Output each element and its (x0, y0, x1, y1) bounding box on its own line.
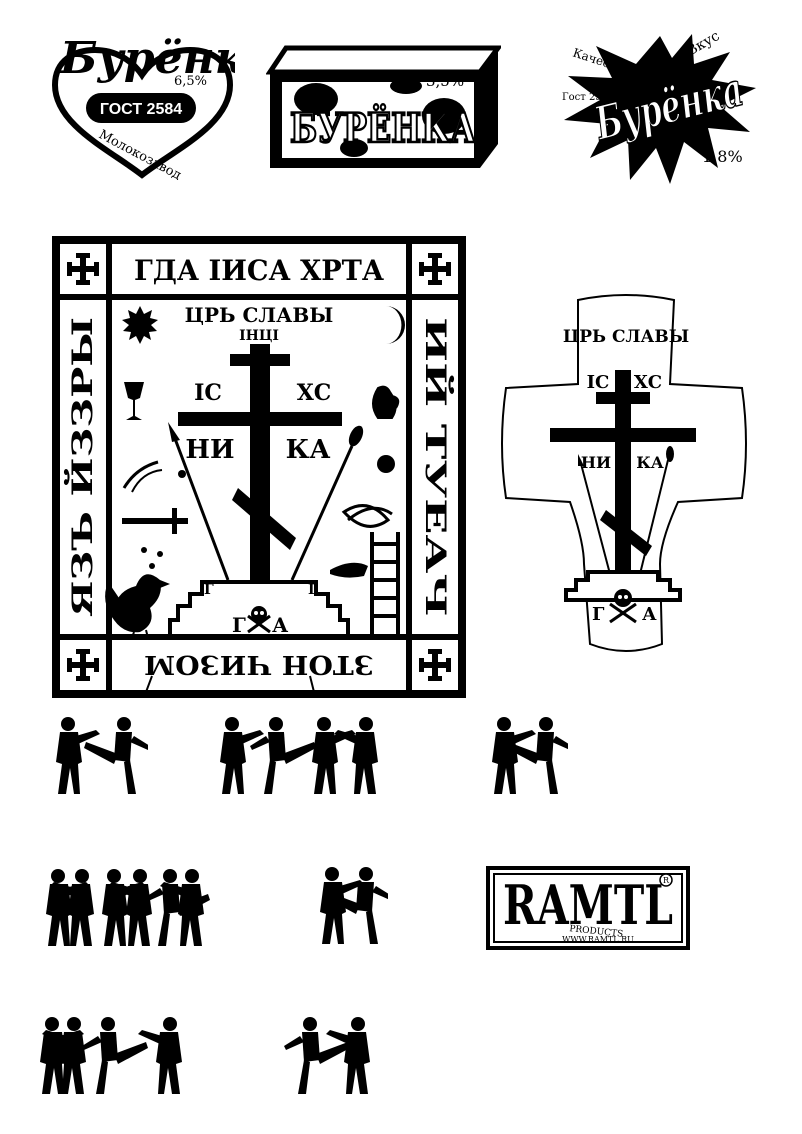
small-inner-title: ЦРЬ СЛАВЫ (563, 327, 689, 347)
star-taste-text: Вкус (684, 28, 723, 59)
top-inscription: ГДА ІИСА ХРТА (134, 254, 384, 287)
kickboxer-pair-silhouette (320, 867, 388, 944)
cross-title-board (230, 354, 290, 366)
small-reed-icon (639, 459, 669, 575)
heart-brand-text: Бурёнка (58, 33, 235, 84)
registered-mark: R (663, 876, 670, 885)
cross-vertical-beam (250, 344, 270, 586)
ni-text: НИ (185, 435, 234, 465)
right-inscription: ИЙ ТУЕАЧ (419, 317, 454, 617)
cross-main-beam (178, 412, 342, 426)
inner-title: ЦРЬ СЛАВЫ (185, 303, 334, 327)
box-fat-text: 3,5% (426, 72, 464, 90)
kickboxer-group-silhouette (46, 869, 210, 946)
small-ga-g-text: Г (592, 604, 605, 625)
small-ga-a-text: А (642, 604, 657, 625)
g-left-text: Г (204, 582, 214, 598)
kickboxer-pair-silhouette (492, 717, 568, 794)
small-cross-vertical-beam (615, 370, 631, 570)
spear-icon (172, 435, 230, 581)
buryonka-starburst-logo: Качество Вкус Гост 2584 Бурёнка 1,8% (562, 28, 756, 184)
rooster-icon (105, 574, 170, 639)
heart-fat-text: 6,5% (174, 74, 207, 89)
bottom-inscription: ЗТОН ЧИЗОМ (144, 649, 374, 679)
small-xc-text: ХС (634, 372, 662, 393)
ic-text: ІС (194, 380, 222, 406)
small-golgotha-steps (564, 570, 682, 602)
box-brand-text: БУРЁНКА (290, 105, 476, 152)
ga-a-text: А (272, 613, 289, 637)
pouch-icon (377, 455, 395, 473)
kickboxer-group-silhouette (220, 717, 378, 794)
cross-footrest (232, 488, 296, 550)
pitcher-icon (372, 385, 400, 419)
small-spear-icon (579, 459, 611, 575)
ramtl-brand: RAMTL (503, 873, 673, 937)
nails-icon (141, 547, 147, 553)
hand-icon (330, 562, 368, 578)
g-right-text: Г (308, 582, 318, 598)
cross-panel: ГДА ІИСА ХРТА ЗТОН ЧИЗОМ ЯЗЪ ЙЗЗРЫ ИЙ ТУ… (52, 236, 466, 698)
cow-spot-shape (390, 78, 422, 94)
ladder-icon (370, 532, 400, 636)
small-ic-text: ІС (587, 372, 610, 393)
small-skull-crossbones-icon (609, 589, 637, 624)
small-cross-emblem: ЦРЬ СЛАВЫ ІС ХС НИ КА Г А (501, 294, 747, 652)
small-cross-main-beam (550, 428, 696, 442)
kickboxer-pair-silhouette (56, 717, 148, 794)
xc-text: ХС (297, 380, 332, 406)
ramtl-url: WWW.RAMTL.RU (562, 935, 634, 944)
small-ka-text: КА (636, 453, 664, 472)
ramtl-logo: RAMTL R PRODUCTS WWW.RAMTL.RU (486, 866, 690, 950)
kickboxer-pair-silhouette (284, 1017, 370, 1094)
star-gost-text: Гост 2584 (562, 92, 614, 103)
pincers-icon (341, 504, 393, 528)
skull-crossbones-icon (247, 606, 271, 634)
ka-text: КА (286, 435, 331, 465)
reed-sponge-icon (290, 445, 354, 581)
sun-icon (122, 306, 158, 344)
buryonka-heart-logo: Бурёнка 6,5% ГОСТ 2584 Молокозавод (51, 33, 235, 180)
cow-spot-shape (340, 139, 368, 157)
heart-gost-badge: ГОСТ 2584 (100, 101, 182, 118)
cow-spot-shape (294, 83, 338, 115)
star-fat-text: 1,8% (702, 147, 743, 166)
buryonka-box-logo: 3,5% БУРЁНКА (266, 45, 501, 168)
whip-icon (122, 460, 159, 489)
ga-g-text: Г (232, 613, 246, 637)
left-inscription: ЯЗЪ ЙЗЗРЫ (64, 317, 99, 617)
sword-icon (122, 518, 174, 524)
chalice-icon (124, 382, 144, 420)
inri-text: ІНЦІ (239, 328, 279, 344)
cow-spot-shape (422, 98, 466, 134)
small-ni-text: НИ (581, 453, 611, 472)
moon-icon (386, 306, 405, 344)
kickboxer-group-silhouette (40, 1017, 182, 1094)
